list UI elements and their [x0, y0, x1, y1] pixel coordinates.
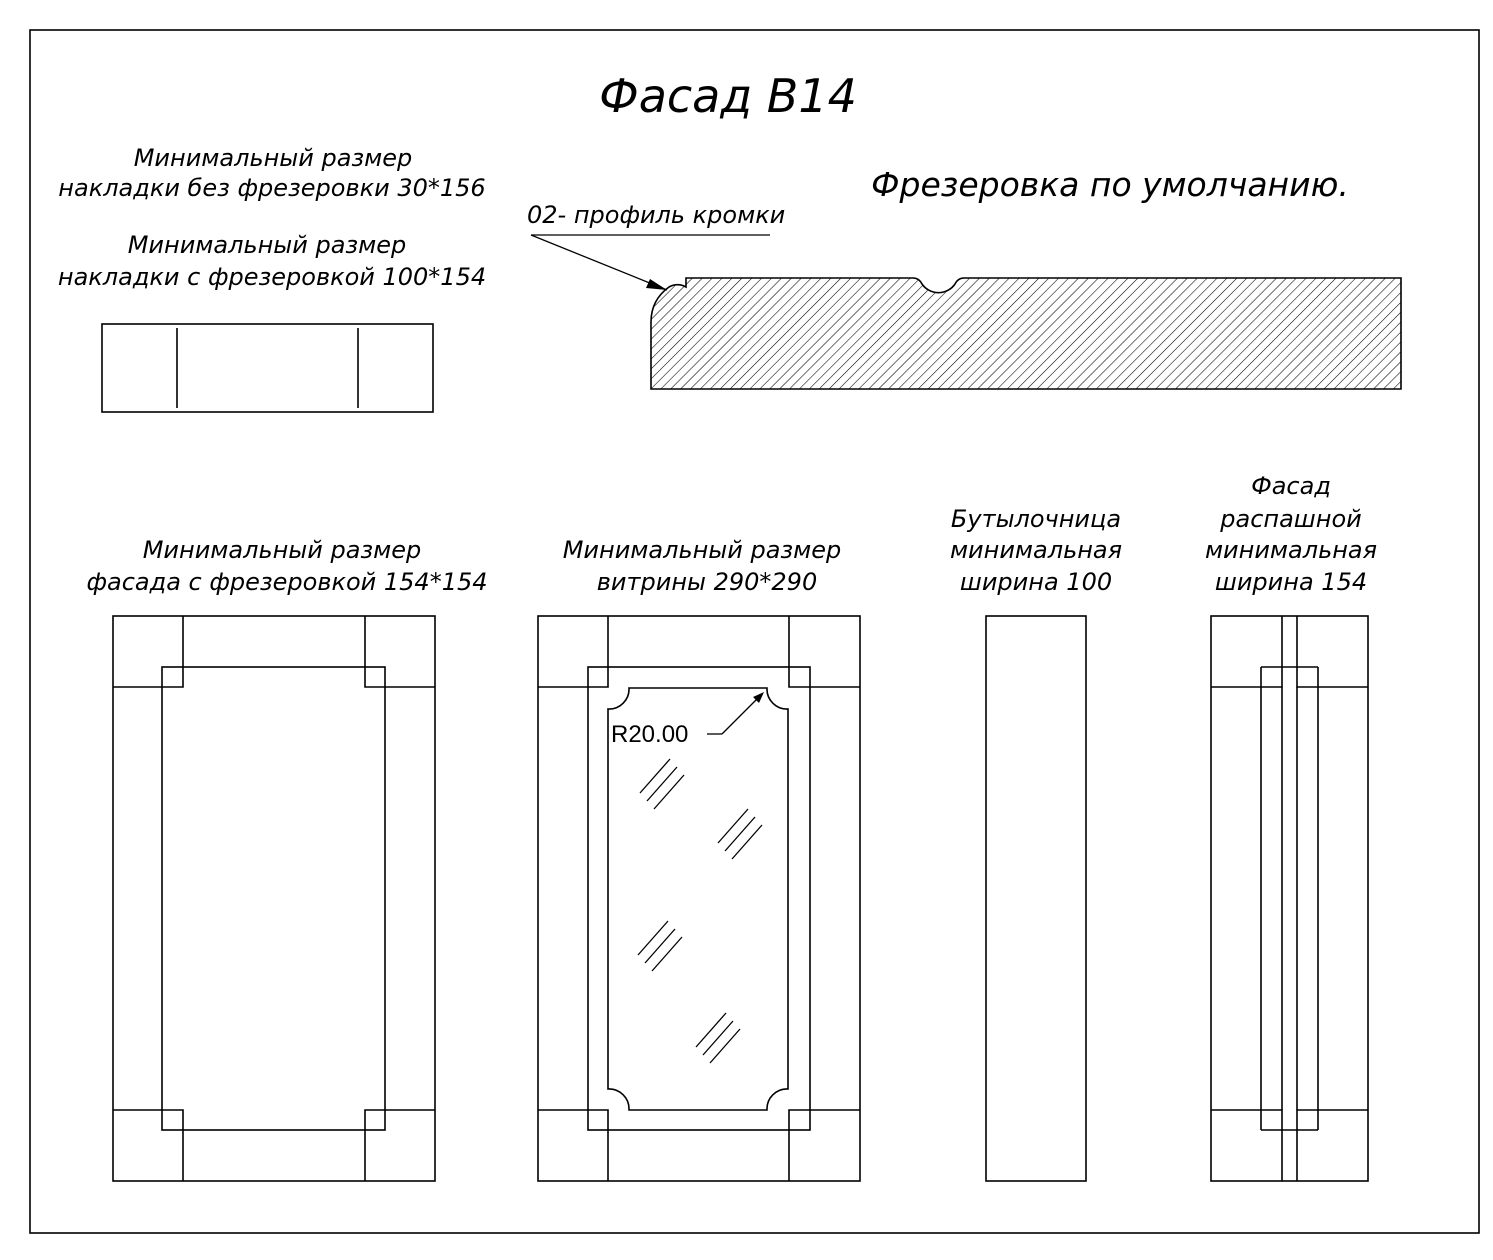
facade-note-line2: фасада с фрезеровкой 154*154 — [86, 568, 487, 596]
overlay-note-1-line1: Минимальный размер — [134, 144, 413, 172]
vitrine-note-line1: Минимальный размер — [563, 536, 842, 564]
glass-opening — [607, 687, 789, 1111]
vitrine-note: Минимальный размер витрины 290*290 — [563, 536, 842, 596]
overlay-panel-drawing — [101, 323, 434, 413]
edge-profile-section — [650, 277, 1402, 390]
overlay-note-2-line2: накладки с фрезеровкой 100*154 — [58, 263, 486, 291]
drawing-frame — [29, 29, 1480, 1234]
swing-note-line4: ширина 154 — [1215, 568, 1367, 596]
vitrine-note-line2: витрины 290*290 — [597, 568, 817, 596]
swing-facade-drawing — [1210, 615, 1369, 1182]
glass-reflection-marks — [637, 758, 763, 1064]
bottle-note-line1: Бутылочница — [951, 505, 1121, 533]
edge-profile-label: 02- профиль кромки — [527, 201, 785, 229]
overlay-note-2-line1: Минимальный размер — [128, 231, 407, 259]
milling-heading: Фрезеровка по умолчанию. — [871, 165, 1349, 204]
bottle-note-line2: минимальная — [950, 536, 1122, 564]
bottle-holder-drawing — [985, 615, 1087, 1182]
swing-note-line3: минимальная — [1205, 536, 1377, 564]
facade-note: Минимальный размер фасада с фрезеровкой … — [86, 536, 487, 596]
swing-note-line1: Фасад — [1251, 472, 1331, 500]
edge-profile-leader: 02- профиль кромки — [527, 201, 785, 291]
vitrine-drawing: R20.00 — [537, 615, 861, 1182]
overlay-note-1-line2: накладки без фрезеровки 30*156 — [58, 174, 485, 202]
radius-dimension: R20.00 — [611, 692, 764, 748]
facade-note-line1: Минимальный размер — [143, 536, 422, 564]
radius-label: R20.00 — [611, 721, 688, 748]
swing-note-line2: распашной — [1219, 505, 1361, 533]
bottle-note-line3: ширина 100 — [960, 568, 1112, 596]
swing-facade-note: Фасад распашной минимальная ширина 154 — [1205, 472, 1377, 596]
overlay-note-without-milling: Минимальный размер накладки без фрезеров… — [58, 144, 485, 202]
page-title: Фасад В14 — [599, 69, 857, 123]
facade-with-milling-drawing — [112, 615, 436, 1182]
bottle-holder-note: Бутылочница минимальная ширина 100 — [950, 505, 1122, 596]
overlay-note-with-milling: Минимальный размер накладки с фрезеровко… — [58, 231, 486, 291]
